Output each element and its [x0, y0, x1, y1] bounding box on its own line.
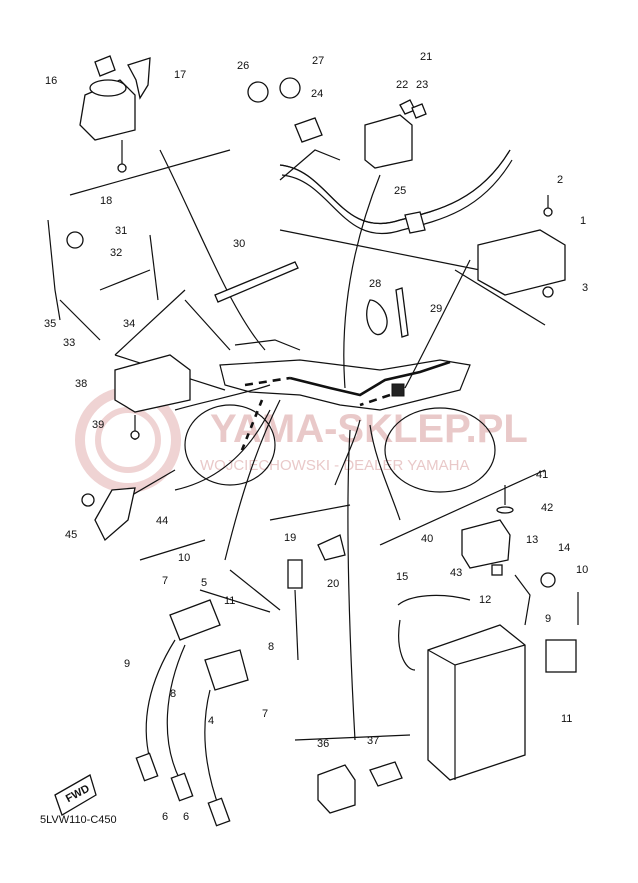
part-label-41: 38 — [75, 378, 87, 390]
starter-relay-43-46 — [461, 485, 514, 576]
rectifier-regulator — [114, 354, 191, 440]
part-label-7a: 7 — [162, 575, 168, 587]
part-label-15: 12 — [479, 594, 491, 606]
part-label-10: 10 — [178, 552, 190, 564]
part-label-33: 30 — [233, 238, 245, 250]
part-label-37: 34 — [123, 318, 135, 330]
part-label-3: 3 — [582, 282, 588, 294]
part-label-45: 42 — [541, 502, 553, 514]
frame-outline — [184, 339, 496, 493]
fuse-box-assembly — [279, 99, 513, 235]
cable-tie-33 — [214, 261, 299, 303]
bands-and-ties — [47, 219, 159, 341]
part-label-46: 43 — [450, 567, 462, 579]
part-label-2: 2 — [557, 174, 563, 186]
part-label-21: 18 — [100, 195, 112, 207]
relays-12-13-16-17 — [514, 572, 579, 673]
part-label-26: 23 — [416, 79, 428, 91]
part-label-27: 24 — [311, 88, 323, 100]
fwd-direction-badge: FWD — [54, 774, 97, 816]
part-label-14: 11 — [561, 713, 572, 725]
part-label-4: 4 — [208, 715, 214, 727]
part-label-8b: 8 — [170, 688, 176, 700]
part-label-22: 19 — [284, 532, 296, 544]
part-label-5: 5 — [201, 577, 207, 589]
part-label-9: 9 — [124, 658, 130, 670]
part-label-40: 37 — [367, 735, 379, 747]
relays-39-40 — [317, 761, 403, 814]
cdi-unit — [477, 195, 566, 298]
part-label-1: 1 — [580, 215, 586, 227]
part-label-43: 40 — [421, 533, 433, 545]
group-brackets — [69, 149, 546, 741]
part-label-32: 29 — [430, 303, 442, 315]
part-label-6a: 6 — [162, 811, 168, 823]
part-label-35: 32 — [110, 247, 122, 259]
band-31-32 — [366, 287, 409, 338]
part-label-12: 9 — [545, 613, 551, 625]
part-label-36: 33 — [63, 337, 75, 349]
part-label-13: 10 — [576, 564, 588, 576]
part-label-17: 14 — [558, 542, 570, 554]
part-label-47: 44 — [156, 515, 168, 527]
wire-harness — [238, 360, 451, 456]
part-label-39: 36 — [317, 738, 329, 750]
part-label-24: 21 — [420, 51, 432, 63]
part-label-42: 39 — [92, 419, 104, 431]
watermark-brand: YAMA-SKLEP.PL — [210, 407, 528, 451]
part-label-8a: 8 — [268, 641, 274, 653]
part-label-20: 17 — [174, 69, 186, 81]
part-label-29: 26 — [237, 60, 249, 72]
callout-lines — [159, 149, 471, 741]
part-label-30: 27 — [312, 55, 324, 67]
part-label-38: 35 — [44, 318, 56, 330]
watermark-tagline: WOJCIECHOWSKI - DEALER YAMAHA — [200, 457, 469, 474]
panel-47-48 — [81, 487, 136, 542]
part-label-11: 11 — [224, 595, 235, 607]
battery-14-15-18 — [397, 594, 526, 781]
part-label-6b: 6 — [183, 811, 189, 823]
part-label-28: 25 — [394, 185, 406, 197]
part-label-7b: 7 — [262, 708, 268, 720]
part-label-48: 45 — [65, 529, 77, 541]
ignition-coils — [135, 589, 271, 827]
part-label-23: 20 — [327, 578, 339, 590]
part-label-34: 31 — [115, 225, 127, 237]
part-label-16: 13 — [526, 534, 538, 546]
part-labels: 16 17 18 26 27 24 21 22 23 25 2 1 3 31 3… — [44, 51, 588, 823]
main-switch-assembly — [79, 55, 151, 173]
part-label-18: 15 — [396, 571, 408, 583]
part-label-25: 22 — [396, 79, 408, 91]
part-label-19: 16 — [45, 75, 57, 87]
neutral-switch-22-23 — [287, 534, 346, 661]
clamps-29-30-27 — [247, 77, 323, 143]
part-label-44: 41 — [536, 469, 548, 481]
diagram-code: 5LVW110-C450 — [40, 814, 117, 826]
part-label-31: 28 — [369, 278, 381, 290]
